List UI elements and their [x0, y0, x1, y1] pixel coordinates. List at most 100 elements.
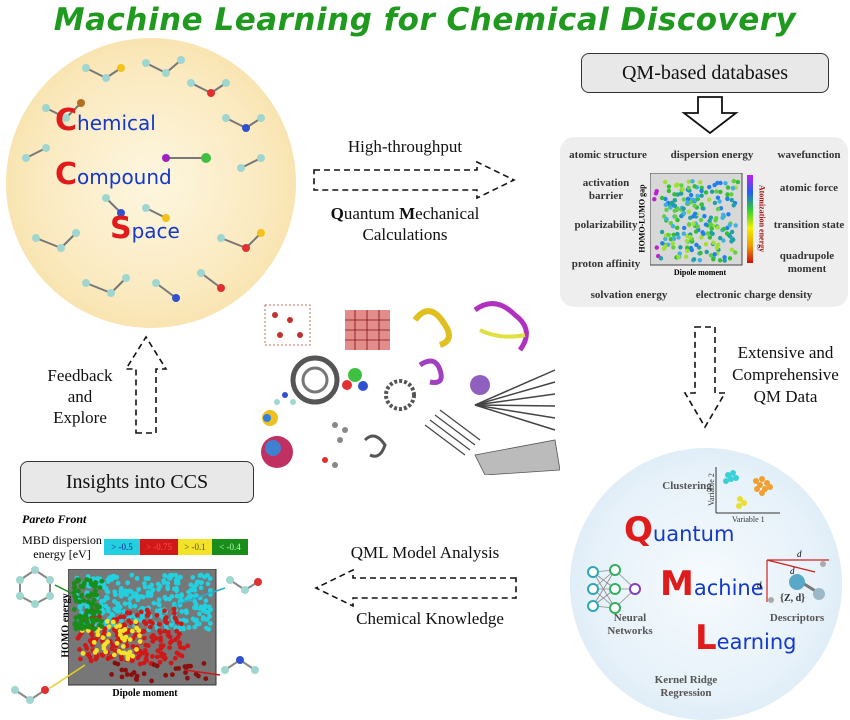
pareto-point: [100, 635, 106, 641]
qm-inset-point: [725, 185, 731, 190]
pareto-point: [157, 659, 163, 665]
pareto-point: [181, 645, 187, 651]
prop-transition-state: transition state: [773, 219, 845, 231]
pareto-point: [183, 670, 188, 675]
qm-inset-point: [680, 187, 685, 192]
qm-inset-point: [672, 208, 677, 213]
prop-activation-barrier: activation barrier: [582, 177, 630, 202]
pareto-point: [115, 580, 121, 586]
pareto-side-molecules: [11, 566, 262, 704]
pareto-point: [194, 621, 200, 627]
qm-inset-point: [699, 185, 704, 190]
qm-inset-point: [707, 184, 712, 190]
qm-inset-point: [671, 245, 676, 250]
pareto-point: [118, 654, 124, 660]
pareto-point: [119, 586, 124, 591]
pareto-point: [110, 642, 116, 648]
pareto-point: [94, 592, 99, 598]
pareto-point: [169, 638, 174, 644]
qm-inset-point: [678, 245, 683, 250]
qm-inset-point: [731, 237, 736, 242]
pareto-point: [171, 606, 177, 612]
down-dashed-arrow-right: [683, 326, 727, 429]
qm-inset-point: [692, 211, 698, 216]
qm-inset-point: [695, 193, 700, 199]
pareto-point: [158, 607, 164, 613]
qm-inset-point: [686, 222, 692, 227]
pareto-point: [172, 610, 177, 616]
pareto-point: [105, 579, 111, 584]
pareto-point: [205, 581, 211, 587]
qm-inset-points: [652, 178, 741, 263]
pareto-point: [186, 594, 192, 600]
qm-inset-point: [672, 203, 678, 209]
high-throughput-label: High-throughput: [347, 137, 463, 156]
pareto-point: [127, 610, 133, 616]
pareto-point: [72, 585, 78, 591]
pareto-point: [119, 674, 125, 680]
qm-inset-point: [707, 235, 713, 240]
pareto-point: [113, 592, 118, 598]
pareto-point: [93, 656, 99, 662]
qm-inset-point: [660, 241, 665, 246]
pareto-point: [188, 587, 194, 593]
qm-inset-point: [675, 182, 680, 187]
crystal-structure-1: [264, 304, 311, 346]
qml-word-machine: Machine: [660, 564, 764, 604]
qm-inset-point: [697, 258, 702, 263]
pareto-point: [192, 599, 198, 604]
pareto-point: [103, 603, 109, 609]
qm-inset-point: [715, 206, 721, 212]
qm-inset-point: [654, 189, 659, 194]
pareto-point: [117, 632, 123, 638]
pareto-point: [150, 654, 155, 659]
pareto-point: [198, 585, 204, 591]
qm-inset-point: [663, 179, 668, 185]
qm-inset-point: [671, 232, 676, 237]
pareto-front-label: Pareto Front: [22, 512, 87, 526]
pareto-point: [154, 654, 160, 660]
qm-inset-point: [686, 185, 691, 191]
pareto-point: [145, 643, 151, 648]
pareto-point: [97, 622, 102, 628]
pareto-point: [127, 601, 132, 606]
qm-inset-point: [722, 255, 727, 260]
pareto-point: [165, 584, 171, 590]
pareto-point: [109, 672, 114, 677]
qm-inset-point: [708, 222, 713, 227]
qm-inset-point: [727, 223, 732, 228]
pareto-point: [150, 638, 156, 644]
qm-inset-point: [675, 217, 680, 223]
qm-inset-point: [675, 192, 680, 197]
pareto-point: [77, 599, 83, 605]
prop-quadrupole-moment: quadrupole moment: [779, 250, 835, 275]
qm-colorbar: [747, 175, 753, 263]
pareto-point: [155, 581, 161, 587]
pareto-point: [149, 634, 155, 640]
qm-inset-point: [712, 200, 718, 206]
qm-inset-point: [712, 252, 717, 257]
pareto-point: [137, 639, 143, 644]
pareto-scatter: [68, 569, 217, 686]
pareto-point: [141, 660, 147, 666]
pareto-point: [116, 608, 122, 614]
qm-inset-point: [686, 209, 691, 214]
pareto-point: [135, 612, 140, 618]
qm-inset-point: [698, 250, 703, 256]
qm-inset-point: [668, 237, 674, 242]
qm-inset-point: [659, 195, 665, 201]
qm-inset-point: [718, 189, 723, 195]
qm-inset-point: [718, 180, 723, 186]
pareto-point: [183, 608, 189, 614]
graphene-sheet: [474, 439, 560, 475]
pareto-point: [177, 631, 182, 637]
qm-inset-point: [711, 257, 716, 262]
neural-network-icon: [587, 564, 641, 614]
pareto-point: [76, 577, 82, 583]
qm-inset-point: [689, 247, 694, 253]
pareto-point: [207, 621, 213, 626]
pareto-point: [102, 641, 108, 647]
qm-inset-point: [668, 205, 673, 210]
pareto-point: [167, 596, 172, 602]
pareto-point: [197, 611, 202, 617]
